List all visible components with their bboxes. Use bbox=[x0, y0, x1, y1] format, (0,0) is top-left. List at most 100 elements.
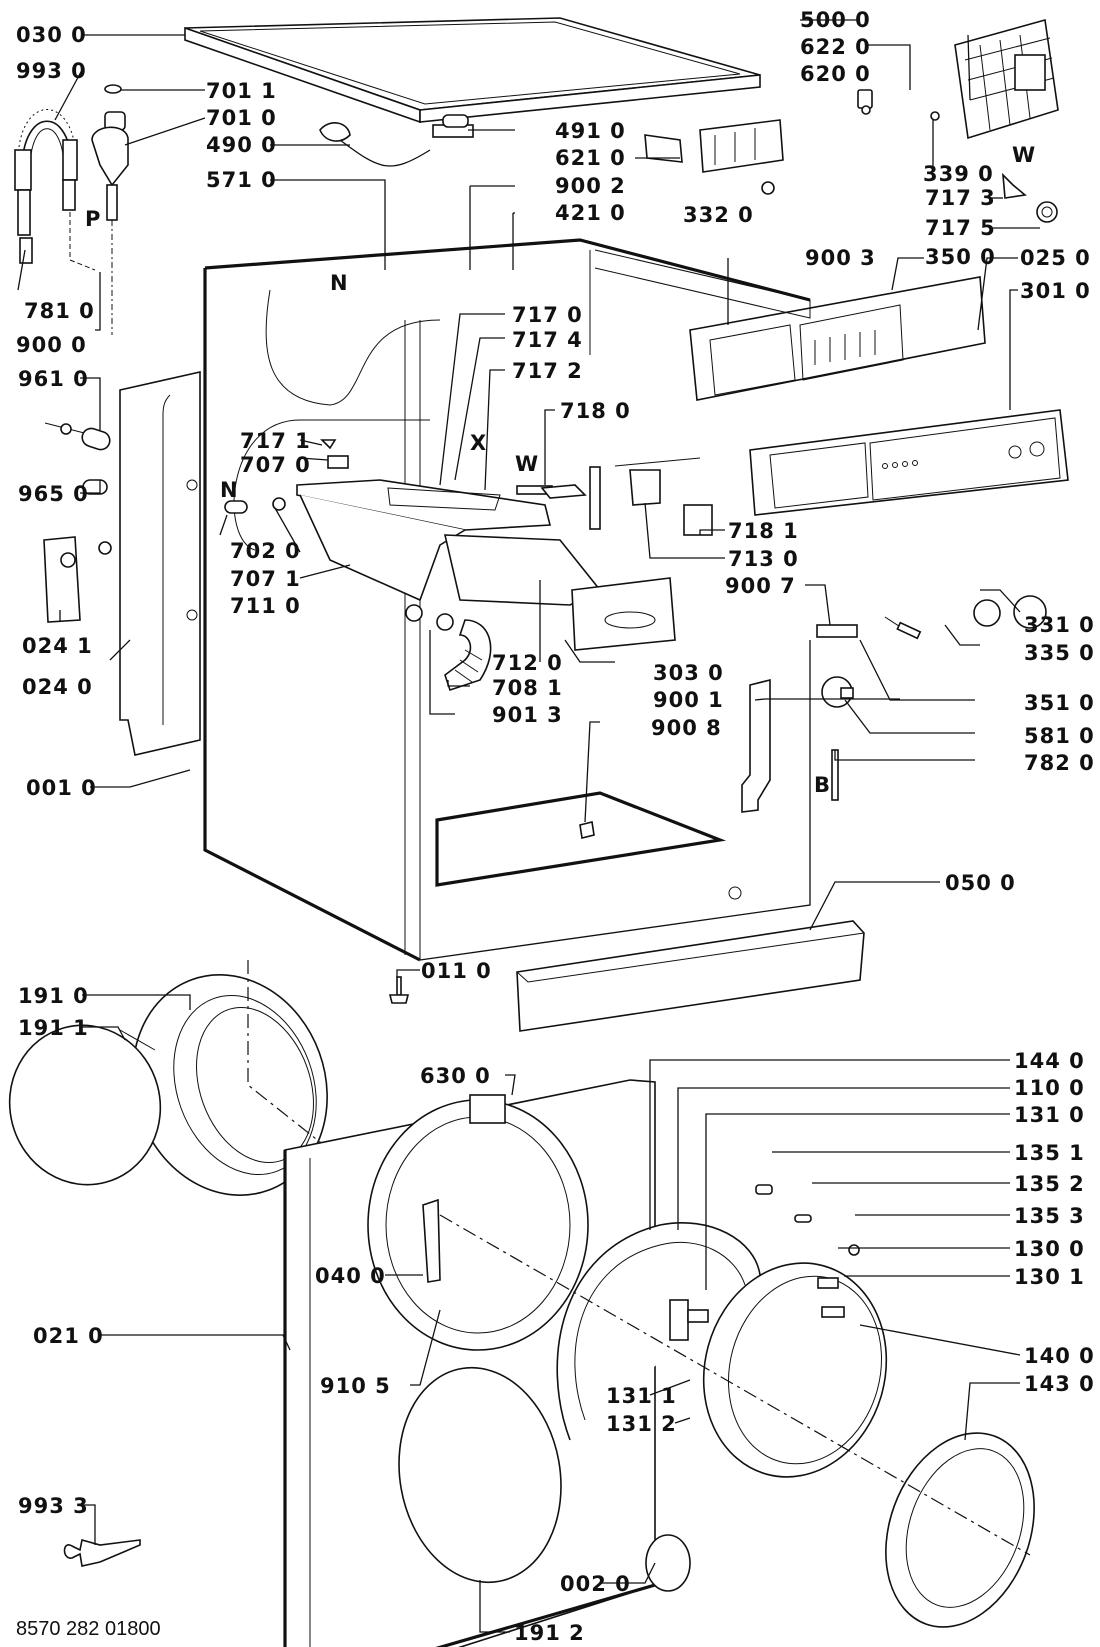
callout-961-0: 961 0 bbox=[18, 367, 89, 391]
bracket-713 bbox=[614, 457, 701, 506]
callout-701-1: 701 1 bbox=[206, 79, 277, 103]
callout-191-1: 191 1 bbox=[18, 1016, 89, 1040]
callout-131-1: 131 1 bbox=[606, 1384, 677, 1408]
callout-191-0: 191 0 bbox=[18, 984, 89, 1008]
door-handle bbox=[422, 1198, 441, 1283]
callout-135-3: 135 3 bbox=[1014, 1204, 1085, 1228]
callout-labels: 030 0 993 0 701 1 701 0 490 0 571 0 491 … bbox=[16, 8, 1095, 1645]
control-panel-frame bbox=[689, 276, 986, 401]
callout-011-0: 011 0 bbox=[421, 959, 492, 983]
door-gasket bbox=[132, 960, 331, 1196]
hinge-bracket bbox=[43, 536, 112, 623]
water-valve bbox=[91, 84, 129, 335]
callout-900-1: 900 1 bbox=[653, 688, 724, 712]
dispenser-drawer bbox=[571, 577, 676, 651]
callout-717-1: 717 1 bbox=[240, 429, 311, 453]
callout-965-0: 965 0 bbox=[18, 482, 89, 506]
callout-030-0: 030 0 bbox=[16, 23, 87, 47]
marker-n-top: N bbox=[330, 271, 349, 295]
callout-144-0: 144 0 bbox=[1014, 1049, 1085, 1073]
callout-303-0: 303 0 bbox=[653, 661, 724, 685]
callout-025-0: 025 0 bbox=[1020, 246, 1091, 270]
side-panel bbox=[119, 371, 201, 756]
door-ring-inner bbox=[885, 1432, 1035, 1628]
callout-491-0: 491 0 bbox=[555, 119, 626, 143]
callout-717-3: 717 3 bbox=[925, 186, 996, 210]
callout-713-0: 713 0 bbox=[728, 547, 799, 571]
dispenser-part-717-3 bbox=[1002, 172, 1027, 199]
lamp bbox=[761, 181, 775, 195]
inlet-hose bbox=[14, 109, 96, 271]
callout-993-0: 993 0 bbox=[16, 59, 87, 83]
callout-900-0: 900 0 bbox=[16, 333, 87, 357]
callout-622-0: 622 0 bbox=[800, 35, 871, 59]
bellows-hose bbox=[444, 619, 492, 692]
dispenser-knob-717-5 bbox=[1036, 201, 1058, 223]
callout-718-1: 718 1 bbox=[728, 519, 799, 543]
callout-332-0: 332 0 bbox=[683, 203, 754, 227]
hole bbox=[728, 886, 742, 900]
gasket-clamp bbox=[8, 1024, 162, 1186]
callout-021-0: 021 0 bbox=[33, 1324, 104, 1348]
bracket-718 bbox=[540, 484, 587, 499]
callout-708-1: 708 1 bbox=[492, 676, 563, 700]
callout-620-0: 620 0 bbox=[800, 62, 871, 86]
connector-622 bbox=[857, 89, 873, 115]
wrench bbox=[63, 1538, 141, 1567]
callout-335-0: 335 0 bbox=[1024, 641, 1095, 665]
hose-clamp bbox=[436, 613, 454, 631]
callout-900-8: 900 8 bbox=[651, 716, 722, 740]
filter-cap bbox=[645, 1534, 691, 1592]
dispenser-housing bbox=[296, 479, 602, 622]
callout-581-0: 581 0 bbox=[1024, 724, 1095, 748]
door-trim bbox=[556, 1222, 761, 1441]
sensor bbox=[884, 616, 922, 640]
door-lock bbox=[469, 1094, 506, 1124]
hinge bbox=[669, 1299, 709, 1341]
switch-block bbox=[699, 119, 784, 173]
marker-x: X bbox=[470, 431, 487, 455]
callout-024-0: 024 0 bbox=[22, 675, 93, 699]
callout-711-0: 711 0 bbox=[230, 594, 301, 618]
callout-900-7: 900 7 bbox=[725, 574, 796, 598]
mains-cable bbox=[319, 122, 431, 167]
support-bracket bbox=[741, 678, 771, 813]
clip-900-8 bbox=[579, 821, 595, 839]
callout-707-1: 707 1 bbox=[230, 567, 301, 591]
connector-900-7 bbox=[816, 624, 858, 638]
part-339 bbox=[930, 111, 940, 121]
callout-135-1: 135 1 bbox=[1014, 1141, 1085, 1165]
marker-w-mid: W bbox=[515, 452, 539, 476]
callout-131-2: 131 2 bbox=[606, 1412, 677, 1436]
pressure-switch bbox=[821, 676, 854, 708]
electronic-module bbox=[954, 18, 1059, 140]
callout-131-0: 131 0 bbox=[1014, 1103, 1085, 1127]
callout-630-0: 630 0 bbox=[420, 1064, 491, 1088]
relay-board bbox=[644, 134, 683, 163]
leader-lines bbox=[17, 19, 1040, 1633]
callout-002-0: 002 0 bbox=[560, 1572, 631, 1596]
kickplate bbox=[516, 920, 865, 1032]
callout-781-0: 781 0 bbox=[24, 299, 95, 323]
callout-140-0: 140 0 bbox=[1024, 1344, 1095, 1368]
foot bbox=[388, 976, 410, 1004]
callout-717-4: 717 4 bbox=[512, 328, 583, 352]
door-hardware bbox=[755, 1184, 860, 1318]
callout-621-0: 621 0 bbox=[555, 146, 626, 170]
damper bbox=[44, 422, 111, 451]
axis-line bbox=[439, 1214, 1031, 1556]
marker-b: B bbox=[814, 773, 831, 797]
callout-130-0: 130 0 bbox=[1014, 1237, 1085, 1261]
control-panel-fascia bbox=[749, 409, 1069, 516]
callout-024-1: 024 1 bbox=[22, 634, 93, 658]
callout-301-0: 301 0 bbox=[1020, 279, 1091, 303]
callout-351-0: 351 0 bbox=[1024, 691, 1095, 715]
callout-571-0: 571 0 bbox=[206, 168, 277, 192]
marker-w-top: W bbox=[1012, 143, 1036, 167]
suppressor bbox=[432, 114, 474, 138]
callout-331-0: 331 0 bbox=[1024, 613, 1095, 637]
top-cover bbox=[184, 17, 761, 124]
callout-782-0: 782 0 bbox=[1024, 751, 1095, 775]
callout-135-2: 135 2 bbox=[1014, 1172, 1085, 1196]
